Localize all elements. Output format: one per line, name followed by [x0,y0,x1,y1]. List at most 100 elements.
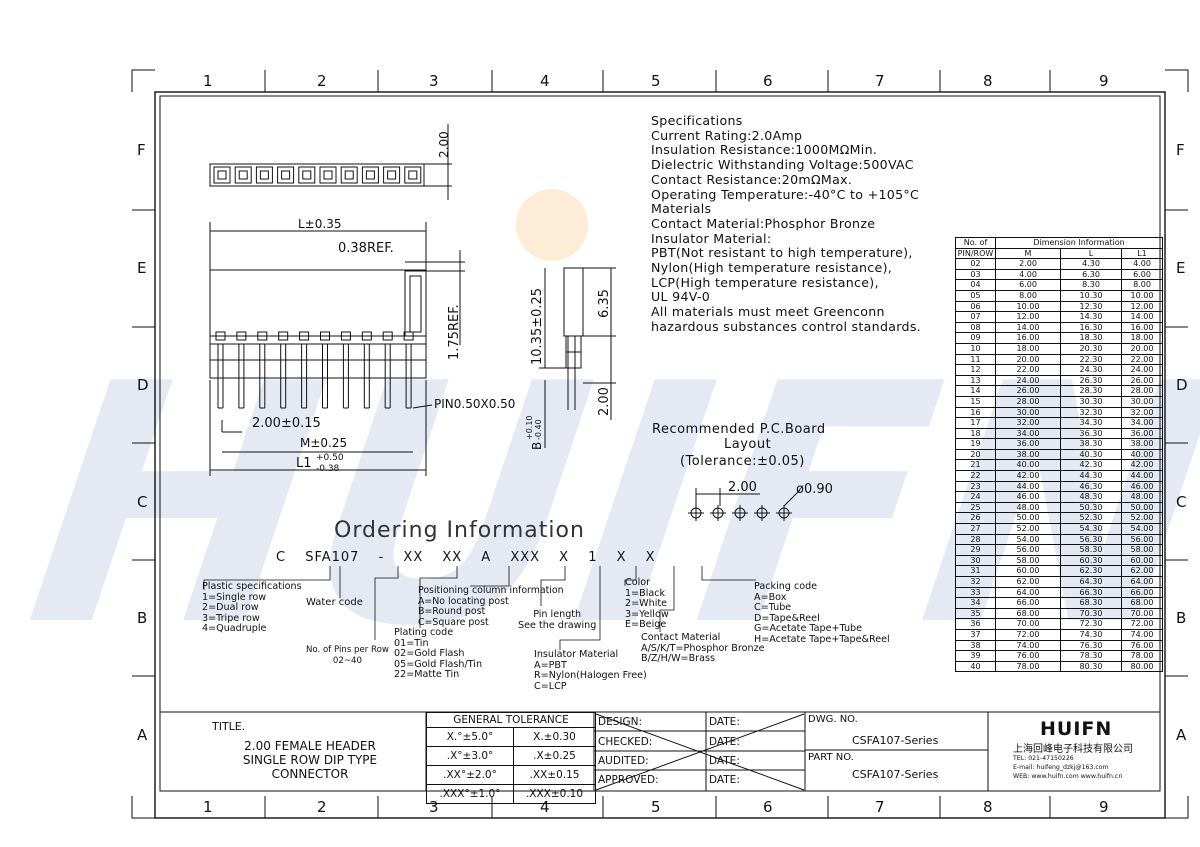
table-cell: 54.30 [1060,523,1122,535]
audited-label: AUDITED: [598,755,649,767]
table-cell: 12.30 [1060,300,1122,313]
table-cell: 4.00 [1121,258,1163,270]
column-marker: 8 [983,72,993,90]
table-cell: 70.00 [1121,607,1163,620]
tolerance-cell: .XXX±0.10 [513,784,596,804]
table-cell: 08 [955,321,996,334]
contact-cell [277,166,295,184]
table-cell: 6.30 [1060,268,1122,281]
table-header-group: Dimension Information [995,237,1163,249]
table-cell: 22.00 [1121,353,1163,366]
side-b-dn: -0.40 [534,419,543,440]
pin-head [257,331,268,341]
pin-head [215,331,226,341]
company-tel: TEL: 021-47150226 [1013,755,1074,762]
table-cell: 62.00 [1121,565,1163,577]
row-marker: F [137,141,146,159]
note-line: 4=Quadruple [202,623,267,635]
dim-L1-tol-dn: -0.38 [316,464,340,474]
table-cell: 30.00 [995,406,1061,419]
table-cell: 50.00 [995,512,1061,525]
table-cell: 10.30 [1060,289,1122,302]
row-marker: E [1176,259,1185,277]
pcb-tolerance: (Tolerance:±0.05) [680,454,805,469]
column-marker: 6 [763,72,773,90]
table-cell: 60.00 [995,565,1061,577]
side-view [539,267,616,448]
table-cell: 20.00 [1121,342,1163,355]
table-cell: 78.30 [1060,650,1122,662]
table-cell: 24.30 [1060,364,1122,376]
table-cell: 56.30 [1060,533,1122,546]
side-upper-height: 6.35 [597,289,612,318]
table-cell: 30.30 [1060,395,1122,408]
spec-line: Specifications [651,113,743,128]
table-cell: 32.00 [1121,406,1163,419]
table-cell: 52.30 [1060,512,1122,525]
contact-cell [255,166,273,184]
spec-line: PBT(Not resistant to high temperature), [651,245,913,261]
tolerance-cell: .XX°±2.0° [426,765,514,785]
table-cell: 32.00 [995,417,1061,429]
note-line: A=Box [754,591,787,603]
table-cell: 64.30 [1060,576,1122,588]
table-cell: 2.00 [995,258,1061,270]
table-cell: 36.00 [1121,427,1163,440]
table-cell: 04 [955,279,996,291]
table-cell: 58.00 [1121,544,1163,556]
table-col-L: L [1060,247,1122,260]
table-cell: 27 [955,523,996,535]
table-cell: 34.00 [995,427,1061,440]
table-cell: 4.00 [995,268,1061,281]
spec-line: Insulation Resistance:1000MΩMin. [651,142,878,158]
contact-cell [298,166,316,184]
contact-cell [404,166,422,184]
note-line: 02=Gold Flash [394,648,465,660]
contact-cell [213,166,231,184]
note-line: 3=Yellow [625,608,669,620]
spec-line: hazardous substances control standards. [651,318,921,334]
date-approved: DATE: [709,774,740,786]
table-cell: 09 [955,332,996,344]
pin-head [278,331,289,341]
column-marker: 1 [203,72,213,90]
note-line: E=Beige [625,619,667,631]
dim-L1-tol-up: +0.50 [316,453,344,463]
table-cell: 76.00 [995,650,1061,662]
table-cell: 16.00 [995,332,1061,344]
table-cell: 70.00 [995,618,1061,630]
note-line: Plating code [394,627,454,638]
spec-line: UL 94V-0 [651,289,711,305]
table-cell: 31 [955,565,996,577]
note-line: No. of Pins per Row [306,645,389,655]
table-cell: 05 [955,289,996,302]
contact-cell [234,166,252,184]
table-cell: 26 [955,512,996,525]
column-marker: 4 [540,798,550,816]
table-cell: 80.00 [1121,660,1163,673]
note-line: Color [625,577,651,588]
table-cell: 26.00 [1121,374,1163,387]
design-label: DESIGN: [598,716,643,728]
spec-line: LCP(High temperature resistance), [651,274,879,290]
table-cell: 44.30 [1060,470,1122,482]
table-cell: 46.30 [1060,480,1122,493]
column-marker: 1 [203,798,213,816]
column-marker: 8 [983,798,993,816]
table-cell: 26.00 [995,385,1061,397]
pin-head [382,331,393,341]
table-cell: 24.00 [1121,364,1163,376]
